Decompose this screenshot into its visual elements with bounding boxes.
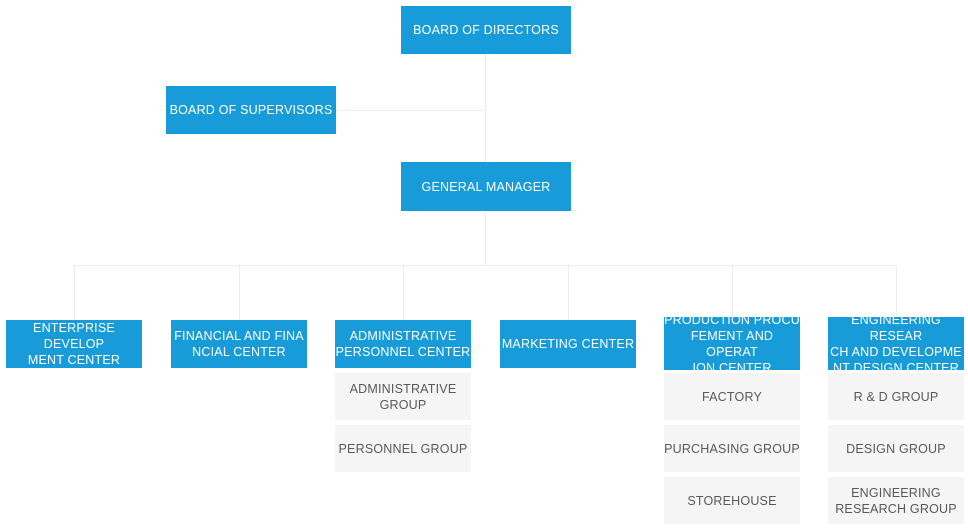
node-label: PERSONNEL GROUP [338, 441, 468, 456]
org-node-storehouse[interactable]: STOREHOUSE [664, 477, 800, 524]
connector-drop-financial [239, 265, 240, 320]
org-node-rd-group[interactable]: R & D GROUP [828, 373, 964, 420]
node-label: ENTERPRISE DEVELOP MENT CENTER [27, 321, 121, 367]
org-node-marketing-center[interactable]: MARKETING CENTER [500, 320, 636, 368]
org-node-administrative-group[interactable]: ADMINISTRATIVE GROUP [335, 373, 471, 420]
node-label: PRODUCTION PROCU FEMENT AND OPERAT ION C… [664, 312, 800, 375]
node-label: ENGINEERING RESEARCH GROUP [835, 485, 957, 516]
org-node-engineering-rd-design-center[interactable]: ENGINEERING RESEAR CH AND DEVELOPME NT D… [828, 313, 964, 375]
org-node-administrative-personnel-center[interactable]: ADMINISTRATIVE PERSONNEL CENTER [335, 320, 471, 368]
node-label: FINANCIAL AND FINA NCIAL CENTER [174, 329, 304, 359]
connector-drop-administrative [403, 265, 404, 320]
node-label: PURCHASING GROUP [664, 441, 800, 456]
node-label: ADMINISTRATIVE GROUP [349, 381, 457, 412]
org-node-personnel-group[interactable]: PERSONNEL GROUP [335, 425, 471, 472]
node-label: DESIGN GROUP [846, 441, 946, 456]
node-label: GENERAL MANAGER [421, 179, 551, 194]
org-node-design-group[interactable]: DESIGN GROUP [828, 425, 964, 472]
org-node-engineering-research-group[interactable]: ENGINEERING RESEARCH GROUP [828, 477, 964, 524]
node-label: ADMINISTRATIVE PERSONNEL CENTER [335, 329, 471, 359]
connector-supervisors-branch [336, 110, 486, 111]
org-node-financial-center[interactable]: FINANCIAL AND FINA NCIAL CENTER [171, 320, 307, 368]
org-node-general-manager[interactable]: GENERAL MANAGER [401, 162, 571, 211]
node-label: FACTORY [702, 389, 762, 404]
org-node-purchasing-group[interactable]: PURCHASING GROUP [664, 425, 800, 472]
node-label: BOARD OF DIRECTORS [413, 23, 559, 37]
node-label: BOARD OF SUPERVISORS [169, 103, 333, 117]
connector-drop-marketing [568, 265, 569, 320]
node-label: MARKETING CENTER [501, 337, 635, 351]
org-node-board-of-supervisors[interactable]: BOARD OF SUPERVISORS [166, 86, 336, 134]
connector-drop-production [732, 265, 733, 320]
node-label: R & D GROUP [853, 389, 939, 404]
org-node-enterprise-development-center[interactable]: ENTERPRISE DEVELOP MENT CENTER [6, 320, 142, 368]
connector-manager-down [485, 211, 486, 265]
org-node-factory[interactable]: FACTORY [664, 373, 800, 420]
org-node-board-of-directors[interactable]: BOARD OF DIRECTORS [401, 6, 571, 54]
node-label: STOREHOUSE [687, 493, 777, 508]
connector-drop-engineering [896, 265, 897, 320]
connector-departments-span [74, 265, 896, 266]
org-node-production-procurement-operation-center[interactable]: PRODUCTION PROCU FEMENT AND OPERAT ION C… [664, 313, 800, 375]
connector-directors-to-manager [485, 54, 486, 162]
connector-drop-enterprise [74, 265, 75, 320]
node-label: ENGINEERING RESEAR CH AND DEVELOPME NT D… [830, 312, 962, 375]
